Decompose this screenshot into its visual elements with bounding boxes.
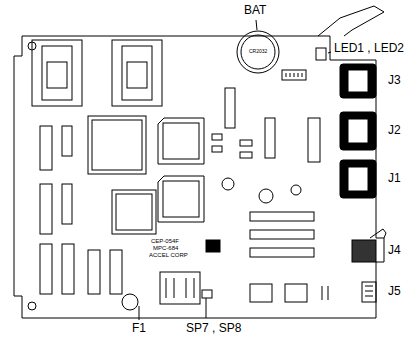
part-label: LED1 , LED2	[334, 42, 404, 55]
leader-line	[328, 52, 331, 53]
pin-header	[286, 73, 302, 77]
connector	[348, 167, 368, 191]
square-chip	[163, 181, 199, 217]
chip-label	[127, 62, 147, 88]
plcc-chip	[92, 120, 142, 170]
ejector-lever	[370, 229, 386, 238]
regulator	[285, 284, 307, 302]
resistor	[240, 140, 252, 146]
battery	[241, 35, 275, 69]
board-outline	[14, 36, 384, 318]
square-chip	[158, 118, 204, 164]
part-label: J1	[388, 172, 401, 185]
chip-label	[47, 62, 67, 88]
dip-chip	[62, 244, 74, 294]
dip-chip	[40, 126, 52, 170]
chip-socket	[112, 40, 162, 106]
chip-socket	[32, 40, 82, 106]
part-label: SP7 , SP8	[186, 322, 241, 335]
transistor	[206, 240, 220, 252]
dip-chip	[110, 250, 122, 294]
dip-chip	[250, 212, 314, 221]
part-label: F1	[132, 322, 146, 335]
plcc-chip	[116, 194, 152, 230]
capacitor	[291, 185, 301, 195]
part-label: MPC-684	[153, 245, 178, 252]
connector	[340, 112, 376, 150]
resistor	[240, 152, 252, 158]
part-label: J2	[388, 124, 401, 137]
dip-chip	[40, 184, 52, 234]
chip	[42, 46, 72, 100]
resistor	[212, 134, 222, 140]
dip-chip	[250, 230, 314, 239]
capacitor	[122, 294, 138, 310]
leader-line	[256, 20, 257, 30]
connector	[340, 160, 376, 198]
relay	[166, 278, 194, 298]
connector	[362, 282, 376, 302]
part-label: J5	[388, 285, 401, 298]
part-label: CEP-054F	[151, 238, 179, 245]
capacitor	[259, 189, 273, 203]
part-label: CR2032	[249, 49, 267, 55]
connector	[348, 119, 368, 143]
dip-chip	[62, 126, 72, 156]
dip-chip	[308, 118, 320, 162]
dip-chip	[250, 248, 314, 257]
part-label: J4	[388, 244, 401, 257]
relay	[160, 272, 200, 304]
dip-chip	[265, 118, 275, 158]
capacitor	[222, 178, 234, 190]
plcc-chip	[88, 116, 146, 174]
dip-chip	[225, 88, 235, 128]
connector	[348, 70, 368, 92]
dip-chip	[40, 244, 52, 294]
connector	[352, 240, 376, 262]
mounting-hole	[28, 302, 36, 310]
chip	[122, 46, 152, 100]
resistor	[212, 146, 222, 152]
dip-chip	[62, 184, 72, 224]
dip-chip	[88, 250, 100, 294]
square-chip	[158, 176, 204, 222]
square-chip	[163, 123, 199, 159]
connector	[365, 286, 373, 296]
jumper	[202, 290, 212, 298]
regulator	[250, 284, 272, 302]
battery	[237, 31, 279, 73]
plcc-chip	[112, 190, 156, 234]
connector	[340, 64, 376, 98]
part-label: BAT	[244, 4, 266, 17]
leader-line	[139, 306, 140, 320]
led	[316, 48, 326, 60]
small-part	[322, 286, 328, 300]
pin-header	[282, 70, 306, 80]
leader-line	[206, 298, 207, 318]
part-label: J3	[388, 74, 401, 87]
ejector-lever	[318, 6, 384, 36]
part-label: ACCEL CORP	[149, 252, 188, 259]
